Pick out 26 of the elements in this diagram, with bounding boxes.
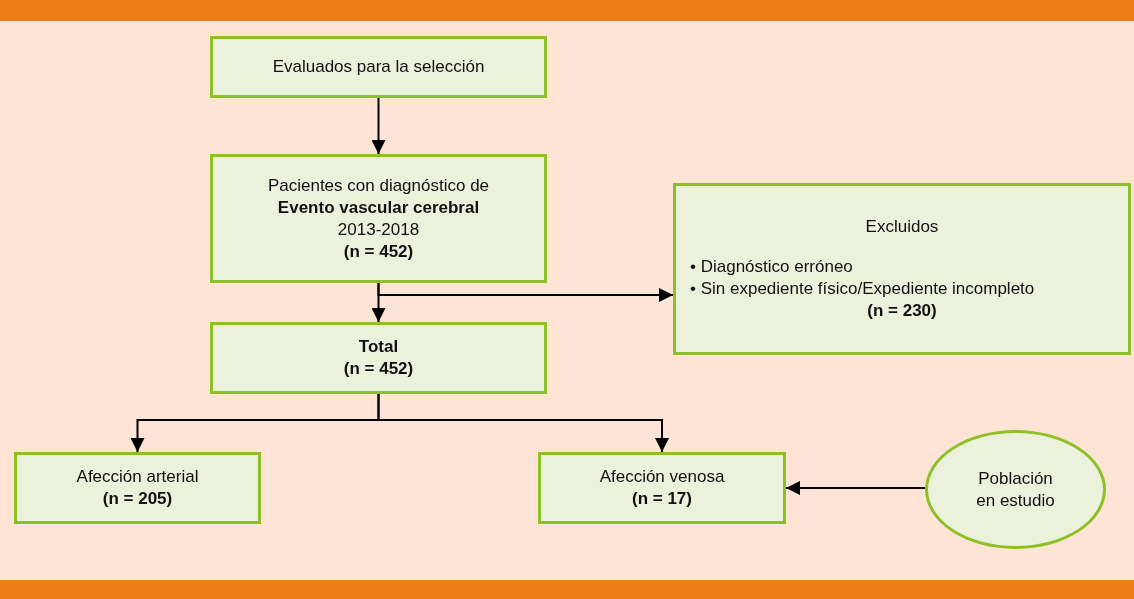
process-box [210,36,547,98]
node-text: Excluidos [865,216,939,238]
process-box [673,183,1131,355]
node-text: Afección venosa [599,466,725,488]
node-text: (n = 230) [867,300,937,322]
bullet-item: • Diagnóstico erróneo [689,256,853,278]
process-box [14,452,261,524]
node-text: (n = 452) [343,358,414,380]
process-box [210,322,547,394]
node-text: (n = 452) [343,240,414,263]
node-text: (n = 205) [102,488,173,510]
arrow [377,393,669,453]
node-text: Evento vascular cerebral [277,196,480,219]
node-text: Total [358,336,399,358]
arrow [785,481,926,495]
node-text: Afección arterial [76,466,199,488]
process-box [210,154,547,283]
node-text: Población en estudio [975,467,1056,512]
arrow [377,282,674,302]
node-text: (n = 17) [632,488,692,510]
node-text: 2013-2018 [337,218,420,241]
node-text: Evaluados para la selección [272,56,485,78]
node-text: Pacientes con diagnóstico de [267,174,490,197]
process-box [538,452,786,524]
arrow [371,97,386,155]
bullet-item: • Sin expediente físico/Expediente incompleto [689,278,1035,300]
